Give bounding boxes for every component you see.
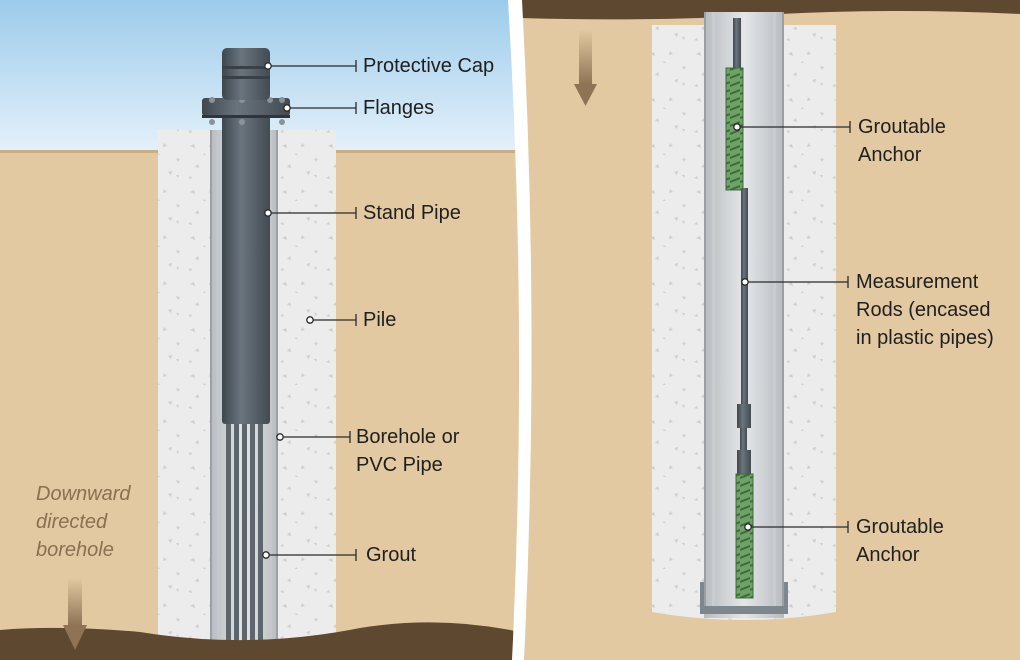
downward-arrow (63, 578, 87, 650)
panel-divider (508, 0, 532, 660)
label-rods-line3: in plastic pipes) (856, 327, 994, 349)
label-anchor-bottom-line1: Groutable (856, 516, 944, 538)
note-line2: directed (36, 511, 108, 533)
label-protective-cap: Protective Cap (363, 55, 495, 77)
note-line1: Downward (36, 483, 131, 505)
label-borehole-line2: PVC Pipe (356, 454, 443, 476)
leader-lines (262, 60, 851, 561)
protective-cap (222, 48, 270, 100)
measurement-rods (733, 18, 751, 474)
groutable-anchor-bottom (735, 473, 754, 599)
base-plate (700, 606, 788, 614)
topsoil-top (520, 0, 1020, 20)
label-anchor-top-line2: Anchor (858, 144, 922, 166)
label-grout: Grout (366, 544, 417, 566)
stand-pipe (222, 112, 270, 424)
grout-rods (226, 420, 263, 660)
label-pile: Pile (363, 309, 397, 331)
label-flanges: Flanges (363, 97, 435, 119)
downward-arrow-right (574, 30, 597, 106)
label-anchor-top-line1: Groutable (858, 116, 946, 138)
right-panel (520, 0, 1020, 660)
label-stand-pipe: Stand Pipe (363, 202, 461, 224)
note-line3: borehole (36, 539, 114, 561)
topsoil-bottom (0, 622, 520, 660)
label-rods-line2: Rods (encased (856, 299, 991, 321)
label-rods-line1: Measurement (856, 271, 979, 293)
label-anchor-bottom-line2: Anchor (856, 544, 920, 566)
left-panel (0, 0, 520, 660)
label-borehole-line1: Borehole or (356, 426, 460, 448)
